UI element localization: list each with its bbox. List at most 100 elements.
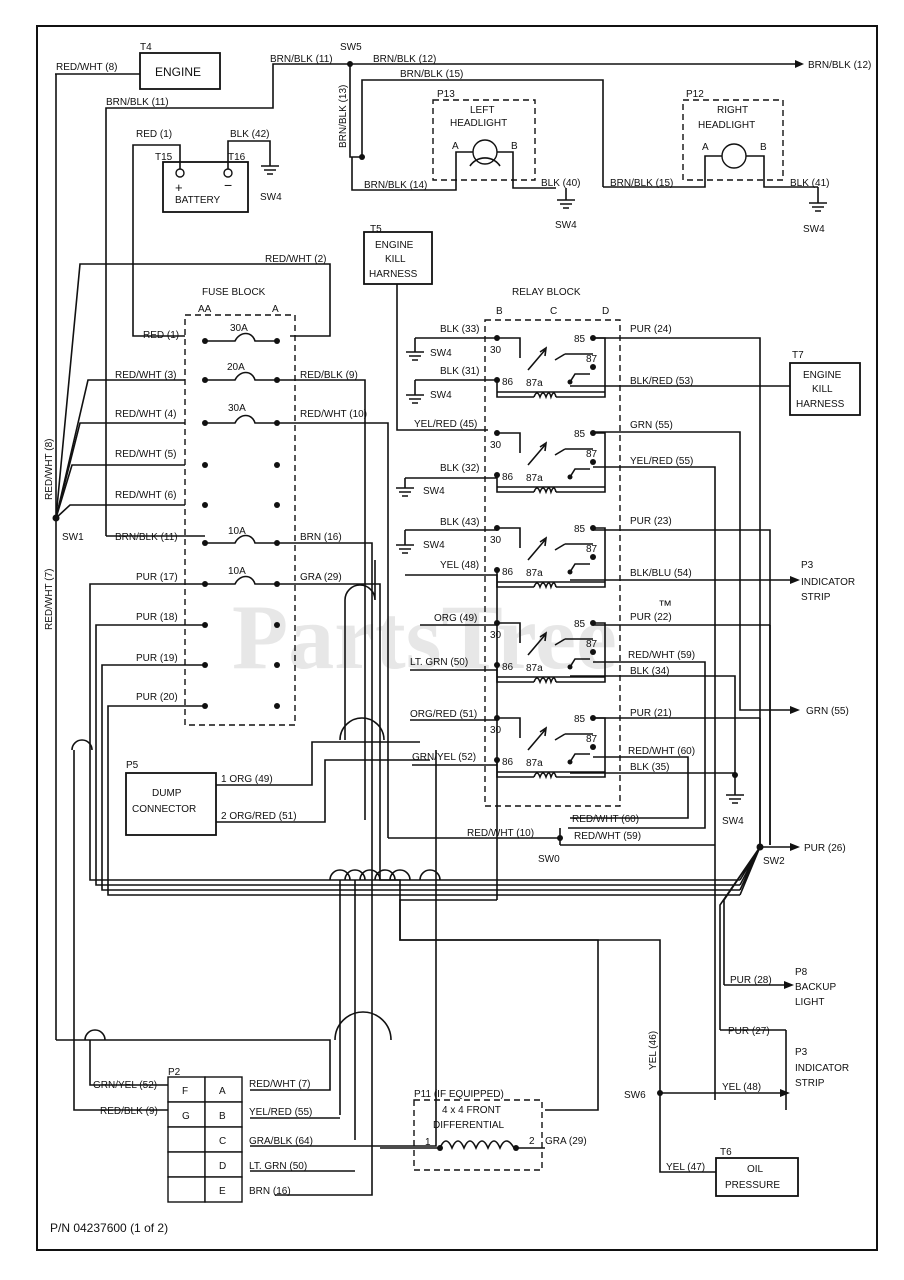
wire-label-gra29a: GRA (29) bbox=[300, 572, 342, 583]
wire-pur17 bbox=[89, 583, 740, 881]
relay-4-contact-icon bbox=[554, 638, 593, 668]
relay-2-switch-icon bbox=[497, 432, 548, 466]
wire-redwht3 bbox=[55, 379, 185, 519]
wire-label-brnblk14: BRN/BLK (14) bbox=[364, 180, 427, 191]
wire-yel48 bbox=[405, 574, 498, 900]
wire-brn16 bbox=[275, 542, 373, 1196]
sw0-label: SW0 bbox=[538, 854, 560, 865]
wire-label-redwht8: RED/WHT (8) bbox=[56, 62, 117, 73]
wire-red1 bbox=[132, 144, 185, 337]
ekh5-text2: KILL bbox=[385, 254, 406, 265]
relay-4-label-86: 86 bbox=[502, 662, 514, 673]
sw0-splice bbox=[557, 835, 563, 841]
relay-1-label-87: 87 bbox=[586, 354, 598, 365]
wire-blk33-ground bbox=[406, 337, 497, 361]
fuse-label-2: 20A bbox=[227, 362, 245, 373]
arrow-blkblu54 bbox=[790, 576, 800, 584]
relay-1-contact-icon bbox=[554, 353, 593, 383]
wire-label-redblk9b: RED/BLK (9) bbox=[100, 1106, 158, 1117]
relay-5-label-86: 86 bbox=[502, 757, 514, 768]
p3b-label: P3 bbox=[795, 1047, 808, 1058]
engine-box bbox=[139, 52, 221, 90]
relay-1-coil-icon bbox=[533, 392, 557, 400]
fuse-terminal-9b bbox=[274, 622, 280, 628]
wire-label-brnblk11c: BRN/BLK (11) bbox=[115, 532, 178, 543]
wire-label-pur24: PUR (24) bbox=[630, 324, 672, 335]
wire-redwht59 bbox=[568, 661, 706, 829]
wire-brnblk13 bbox=[349, 64, 362, 158]
p5-label: P5 bbox=[126, 760, 139, 771]
fuse-row-3 bbox=[202, 414, 280, 426]
indicator-strip-text2: STRIP bbox=[801, 592, 831, 603]
wire-brnblk15-top bbox=[361, 79, 604, 187]
sw4-relay2-label: SW4 bbox=[430, 390, 452, 401]
left-headlight-text1: LEFT bbox=[470, 105, 494, 116]
wire-label-gra29b: GRA (29) bbox=[545, 1136, 587, 1147]
wire-label-redwht10a: RED/WHT (10) bbox=[300, 409, 367, 420]
right-bulb-circle bbox=[721, 143, 747, 169]
wire-label-redblk9a: RED/BLK (9) bbox=[300, 370, 358, 381]
p2-pin-c: C bbox=[219, 1136, 226, 1147]
relay-col-d: D bbox=[602, 306, 609, 317]
fuse-row-1 bbox=[202, 332, 280, 344]
dump-connector-box bbox=[125, 772, 217, 836]
wire-grnyel52-bottom bbox=[89, 1040, 168, 1086]
wire-label-brnblk12b: BRN/BLK (12) bbox=[808, 60, 871, 71]
wire-label-redwht59b: RED/WHT (59) bbox=[574, 831, 641, 842]
wire-label-redwht7: RED/WHT (7) bbox=[249, 1079, 310, 1090]
wire-label-org49b: 1 ORG (49) bbox=[221, 774, 273, 785]
wire-pur18 bbox=[95, 624, 740, 886]
backup-text2: LIGHT bbox=[795, 997, 824, 1008]
sw4-relay1-label: SW4 bbox=[430, 348, 452, 359]
p12-label: P12 bbox=[686, 89, 704, 100]
p11-label: P11 (IF EQUIPPED) bbox=[414, 1089, 504, 1100]
wire-label-pur23: PUR (23) bbox=[630, 516, 672, 527]
watermark-tm: ™ bbox=[658, 597, 672, 613]
wire-label-pur22: PUR (22) bbox=[630, 612, 672, 623]
wire-yelred55-right bbox=[593, 466, 716, 1100]
p2-cell bbox=[167, 1151, 206, 1178]
wire-redwht7-bottom bbox=[56, 1039, 331, 1091]
wire-label-yelred45: YEL/RED (45) bbox=[414, 419, 477, 430]
wire-label-redwht3: RED/WHT (3) bbox=[115, 370, 176, 381]
relay-2-coil-icon bbox=[533, 487, 557, 495]
diagram-border bbox=[36, 25, 878, 1251]
relay-3-label-85: 85 bbox=[574, 524, 586, 535]
p2-cell bbox=[167, 1176, 206, 1203]
p2-pin-d: D bbox=[219, 1161, 226, 1172]
engine-kill-harness-t5 bbox=[363, 231, 433, 285]
relay-3-label-87a: 87a bbox=[526, 568, 543, 579]
wire-label-redwht4: RED/WHT (4) bbox=[115, 409, 176, 420]
ground-sw4-left bbox=[557, 188, 575, 209]
wire-label-redwht8v: RED/WHT (8) bbox=[44, 439, 55, 500]
fuse-label-8: 10A bbox=[228, 566, 246, 577]
wire-label-brn16b: BRN (16) bbox=[249, 1186, 291, 1197]
part-number: P/N 04237600 (1 of 2) bbox=[50, 1221, 168, 1235]
arrow-brnblk12 bbox=[795, 60, 804, 68]
relay-col-c: C bbox=[550, 306, 557, 317]
relay-3-switch-icon bbox=[497, 527, 548, 561]
relay-2-label-87: 87 bbox=[586, 449, 598, 460]
wire-pur19 bbox=[101, 664, 740, 891]
wire-label-redwht2: RED/WHT (2) bbox=[265, 254, 326, 265]
wire-label-redwht6: RED/WHT (6) bbox=[115, 490, 176, 501]
diff-pin1-dot bbox=[437, 1145, 443, 1151]
relay-3-label-87: 87 bbox=[586, 544, 598, 555]
wire-label-brn16a: BRN (16) bbox=[300, 532, 342, 543]
fuse-terminal-5a bbox=[202, 462, 208, 468]
ground-sw4-battery bbox=[261, 165, 279, 175]
left-headlight-box bbox=[432, 99, 536, 181]
fuse-block-col-aa: AA bbox=[198, 304, 212, 315]
relay-3-coil-leads bbox=[496, 527, 606, 588]
relay-1-label-87a: 87a bbox=[526, 378, 543, 389]
wire-redwht2 bbox=[55, 263, 331, 519]
relay-5-label-30: 30 bbox=[490, 725, 502, 736]
sw4-relay3-label: SW4 bbox=[423, 486, 445, 497]
relay-4-switch-icon bbox=[497, 622, 548, 656]
wire-redblk9-bottom bbox=[73, 750, 168, 1111]
fuse-terminal-5b bbox=[274, 462, 280, 468]
wire-label-yelred55: YEL/RED (55) bbox=[630, 456, 693, 467]
wire-redwht5 bbox=[55, 464, 185, 519]
p2-cell bbox=[204, 1076, 243, 1103]
